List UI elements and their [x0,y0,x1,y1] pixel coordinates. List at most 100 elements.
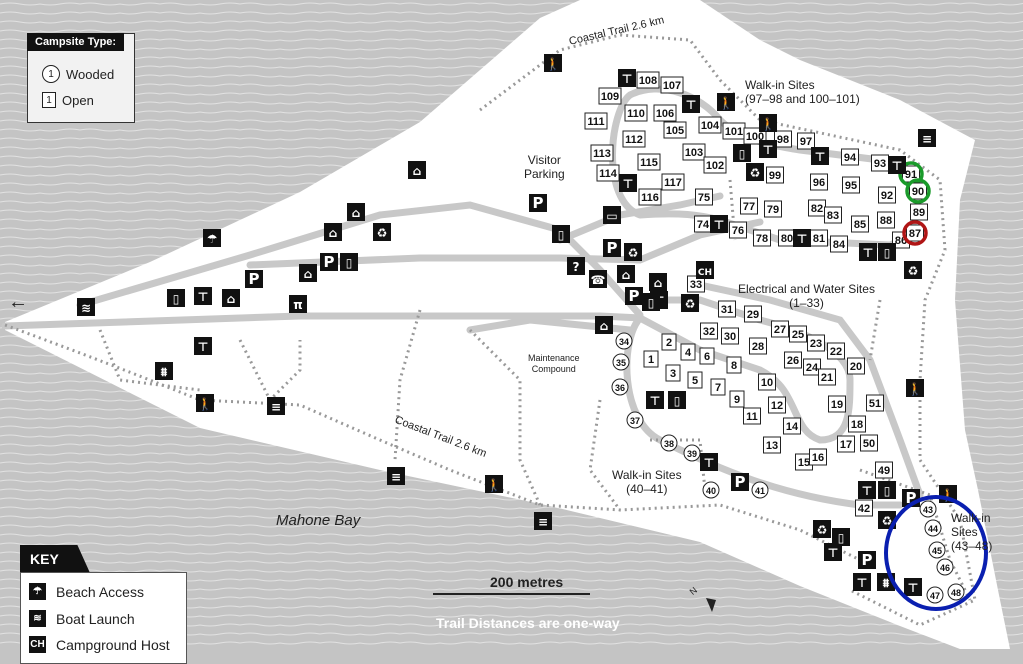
campsite-79[interactable]: 79 [764,200,782,218]
campsite-22[interactable]: 22 [827,342,845,360]
campsite-32[interactable]: 32 [700,322,718,340]
campsite-89[interactable]: 89 [910,203,928,221]
campsite-10[interactable]: 10 [758,373,776,391]
campsite-5[interactable]: 5 [687,371,703,389]
campsite-number: 34 [619,337,629,347]
campsite-117[interactable]: 117 [661,173,685,191]
picnic-icon: π [289,295,307,313]
campsite-43[interactable]: 43 [919,500,937,518]
campsite-8[interactable]: 8 [726,356,742,374]
campsite-17[interactable]: 17 [837,435,855,453]
campsite-6[interactable]: 6 [699,347,715,365]
campsite-105[interactable]: 105 [663,121,687,139]
campsite-42[interactable]: 42 [855,499,873,517]
campsite-50[interactable]: 50 [860,434,878,452]
campsite-38[interactable]: 38 [660,434,678,452]
campsite-90[interactable]: 90 [905,178,931,204]
campsite-101[interactable]: 101 [722,122,746,140]
campsite-7[interactable]: 7 [710,378,726,396]
campsite-80[interactable]: 80 [778,229,796,247]
campsite-9[interactable]: 9 [729,390,745,408]
campsite-20[interactable]: 20 [847,357,865,375]
campsite-45[interactable]: 45 [928,541,946,559]
campsite-19[interactable]: 19 [828,395,846,413]
campsite-number: 96 [813,177,825,189]
campsite-76[interactable]: 76 [729,221,747,239]
campsite-39[interactable]: 39 [683,444,701,462]
campsite-92[interactable]: 92 [878,186,896,204]
campsite-116[interactable]: 116 [638,188,662,206]
campsite-113[interactable]: 113 [590,144,614,162]
campsite-36[interactable]: 36 [611,378,629,396]
campsite-1[interactable]: 1 [643,350,659,368]
campsite-37[interactable]: 37 [626,411,644,429]
campsite-78[interactable]: 78 [753,229,771,247]
campsite-104[interactable]: 104 [698,116,722,134]
campsite-12[interactable]: 12 [768,396,786,414]
campsite-112[interactable]: 112 [622,130,646,148]
campsite-34[interactable]: 34 [615,332,633,350]
campsite-46[interactable]: 46 [936,558,954,576]
campsite-109[interactable]: 109 [598,87,622,105]
campsite-75[interactable]: 75 [695,188,713,206]
campsite-33[interactable]: 33 [687,275,705,293]
svg-text:P: P [629,287,640,305]
campsite-number: 9 [734,394,740,406]
campsite-number: 15 [798,457,810,469]
campsite-99[interactable]: 99 [766,166,784,184]
campsite-26[interactable]: 26 [784,351,802,369]
campsite-106[interactable]: 106 [653,104,677,122]
svg-text:⌂: ⌂ [654,276,663,290]
campsite-24[interactable]: 24 [803,358,821,376]
campsite-88[interactable]: 88 [877,211,895,229]
campsite-51[interactable]: 51 [866,394,884,412]
campsite-97[interactable]: 97 [797,132,815,150]
campsite-95[interactable]: 95 [842,176,860,194]
campsite-87[interactable]: 87 [902,220,928,246]
campsite-107[interactable]: 107 [660,76,684,94]
campsite-47[interactable]: 47 [926,586,944,604]
campsite-49[interactable]: 49 [875,461,893,479]
campsite-15[interactable]: 15 [795,453,813,471]
campsite-96[interactable]: 96 [810,173,828,191]
campsite-40[interactable]: 40 [702,481,720,499]
campsite-13[interactable]: 13 [763,436,781,454]
campsite-31[interactable]: 31 [718,300,736,318]
campsite-41[interactable]: 41 [751,481,769,499]
campsite-93[interactable]: 93 [871,154,889,172]
campsite-29[interactable]: 29 [744,305,762,323]
campsite-11[interactable]: 11 [743,407,761,425]
campsite-77[interactable]: 77 [740,197,758,215]
campsite-81[interactable]: 81 [810,229,828,247]
campsite-98[interactable]: 98 [774,130,792,148]
campsite-35[interactable]: 35 [612,353,630,371]
campsite-82[interactable]: 82 [808,199,826,217]
campsite-111[interactable]: 111 [584,112,608,130]
campsite-2[interactable]: 2 [661,333,677,351]
campsite-74[interactable]: 74 [694,215,712,233]
campsite-18[interactable]: 18 [848,415,866,433]
campsite-28[interactable]: 28 [749,337,767,355]
campsite-4[interactable]: 4 [680,343,696,361]
campsite-103[interactable]: 103 [682,143,706,161]
campsite-102[interactable]: 102 [703,156,727,174]
campsite-44[interactable]: 44 [924,519,942,537]
campsite-85[interactable]: 85 [851,215,869,233]
campsite-83[interactable]: 83 [824,206,842,224]
campsite-number: 108 [639,75,657,87]
campsite-110[interactable]: 110 [624,104,648,122]
campsite-84[interactable]: 84 [830,235,848,253]
campsite-108[interactable]: 108 [636,71,660,89]
campsite-48[interactable]: 48 [947,583,965,601]
campsite-30[interactable]: 30 [721,327,739,345]
campsite-14[interactable]: 14 [783,417,801,435]
campsite-27[interactable]: 27 [771,320,789,338]
campsite-23[interactable]: 23 [807,334,825,352]
campsite-114[interactable]: 114 [596,164,620,182]
campsite-16[interactable]: 16 [809,448,827,466]
campsite-21[interactable]: 21 [818,368,836,386]
campsite-94[interactable]: 94 [841,148,859,166]
campsite-115[interactable]: 115 [637,153,661,171]
campsite-3[interactable]: 3 [665,364,681,382]
campsite-25[interactable]: 25 [789,325,807,343]
